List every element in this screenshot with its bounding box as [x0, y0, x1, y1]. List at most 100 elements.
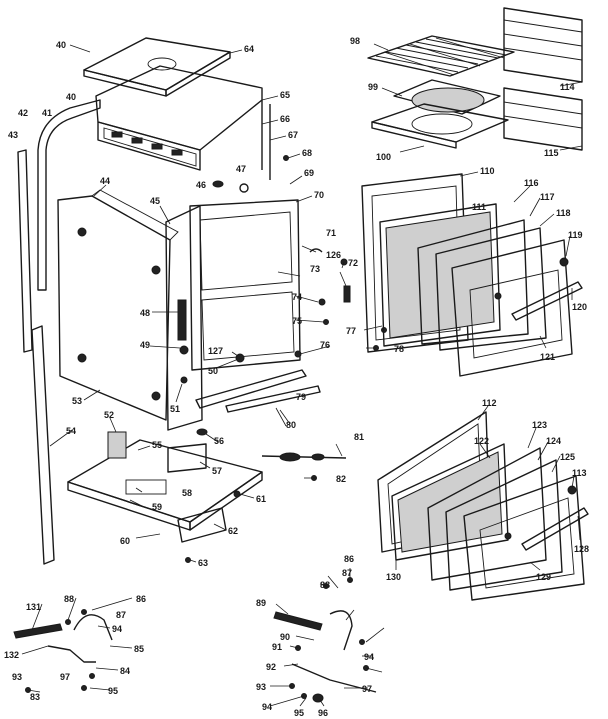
callout-47: 47: [236, 164, 246, 174]
side-liners: [503, 7, 583, 151]
callout-70: 70: [314, 190, 324, 200]
callout-99: 99: [368, 82, 378, 92]
callout-65: 65: [280, 90, 290, 100]
callout-62: 62: [228, 526, 238, 536]
callout-130: 83: [30, 692, 40, 702]
callout-55: 55: [152, 440, 162, 450]
callout-113: 130: [386, 572, 401, 582]
callout-42: 42: [18, 108, 28, 118]
callout-51: 51: [170, 404, 180, 414]
callout-75: 75: [292, 316, 302, 326]
callout-43: 43: [8, 130, 18, 140]
callout-91c: 94: [262, 702, 272, 712]
callout-40a: 40: [56, 40, 66, 50]
oven-front-frame: [165, 199, 307, 431]
bottom-pan-assembly: [67, 428, 263, 563]
callout-121: 121: [540, 352, 555, 362]
callout-127: 127: [208, 346, 223, 356]
callout-58: 58: [182, 488, 192, 498]
callout-66: 66: [280, 114, 290, 124]
callout-91a: 94: [112, 624, 122, 634]
callout-80: 80: [286, 420, 296, 430]
callout-100: 100: [376, 152, 391, 162]
callout-45: 45: [150, 196, 160, 206]
callout-117: 117: [540, 192, 555, 202]
callout-131: 84: [120, 666, 130, 676]
callout-73: 73: [310, 264, 320, 274]
callout-52: 52: [104, 410, 114, 420]
callout-84b: 87: [342, 568, 352, 578]
callout-labels: 40 64 65 66 67 68 41 42 43 44 45 46 47 6…: [4, 36, 589, 718]
callout-90a: 93: [12, 672, 22, 682]
callout-87: 90: [280, 632, 290, 642]
callout-53: 53: [72, 396, 82, 406]
callout-56: 56: [214, 436, 224, 446]
callout-64: 64: [244, 44, 254, 54]
callout-91b: 94: [364, 652, 374, 662]
callout-82: 82: [336, 474, 346, 484]
callout-126: 126: [326, 250, 341, 260]
callout-132: 85: [134, 644, 144, 654]
callout-94b: 97: [362, 684, 372, 694]
callout-125: 129: [536, 572, 551, 582]
callout-123: 124: [546, 436, 561, 446]
callout-120b: 128: [574, 544, 589, 554]
callout-115: 115: [544, 148, 559, 158]
callout-68: 68: [302, 148, 312, 158]
callout-110: 110: [480, 166, 495, 176]
callout-86: 89: [256, 598, 266, 608]
callout-84a: 87: [116, 610, 126, 620]
callout-76: 76: [320, 340, 330, 350]
callout-89: 92: [266, 662, 276, 672]
cabinet-top-assembly: [83, 37, 271, 180]
callout-83a: 86: [136, 594, 146, 604]
callout-50: 50: [208, 366, 218, 376]
callout-46: 46: [196, 180, 206, 190]
callout-119a: 119: [568, 230, 583, 240]
upper-oven-door: [361, 173, 583, 377]
callout-40b: 40: [66, 92, 76, 102]
burner-tube-parts: [225, 385, 347, 481]
callout-116: 116: [524, 178, 539, 188]
valve-assembly-left: [13, 609, 113, 693]
callout-83b: 86: [344, 554, 354, 564]
callout-77: 77: [346, 326, 356, 336]
callout-111b: 122: [474, 436, 489, 446]
leader-lines: [21, 43, 583, 707]
callout-122: 123: [532, 420, 547, 430]
broiler-rack-and-pan: [367, 35, 515, 149]
callout-88: 91: [272, 642, 282, 652]
callout-90b: 93: [256, 682, 266, 692]
callout-111a: 111: [472, 202, 486, 212]
callout-41: 41: [42, 108, 52, 118]
side-trim-parts: [17, 99, 101, 565]
callout-63: 63: [198, 558, 208, 568]
callout-118: 118: [556, 208, 571, 218]
callout-60: 60: [120, 536, 130, 546]
callout-57: 57: [212, 466, 222, 476]
callout-48: 48: [140, 308, 150, 318]
callout-93: 96: [318, 708, 328, 718]
callout-81: 81: [354, 432, 364, 442]
callout-67: 67: [288, 130, 298, 140]
callout-114: 114: [560, 82, 575, 92]
callout-112: 112: [482, 398, 497, 408]
callout-85b: 88: [320, 580, 330, 590]
callout-124: 125: [560, 452, 575, 462]
callout-128: 131: [26, 602, 41, 612]
callout-98: 98: [350, 36, 360, 46]
callout-44: 44: [100, 176, 110, 186]
callout-78: 78: [394, 344, 404, 354]
callout-74: 74: [292, 292, 302, 302]
callout-92a: 95: [108, 686, 118, 696]
lower-oven-door: [377, 411, 589, 601]
callout-61: 61: [256, 494, 266, 504]
callout-59: 59: [152, 502, 162, 512]
callout-119b: 113: [572, 468, 587, 478]
callout-54: 54: [66, 426, 76, 436]
callout-129: 132: [4, 650, 19, 660]
small-hardware-parts: [212, 155, 387, 358]
callout-92b: 95: [294, 708, 304, 718]
callout-49: 49: [140, 340, 150, 350]
